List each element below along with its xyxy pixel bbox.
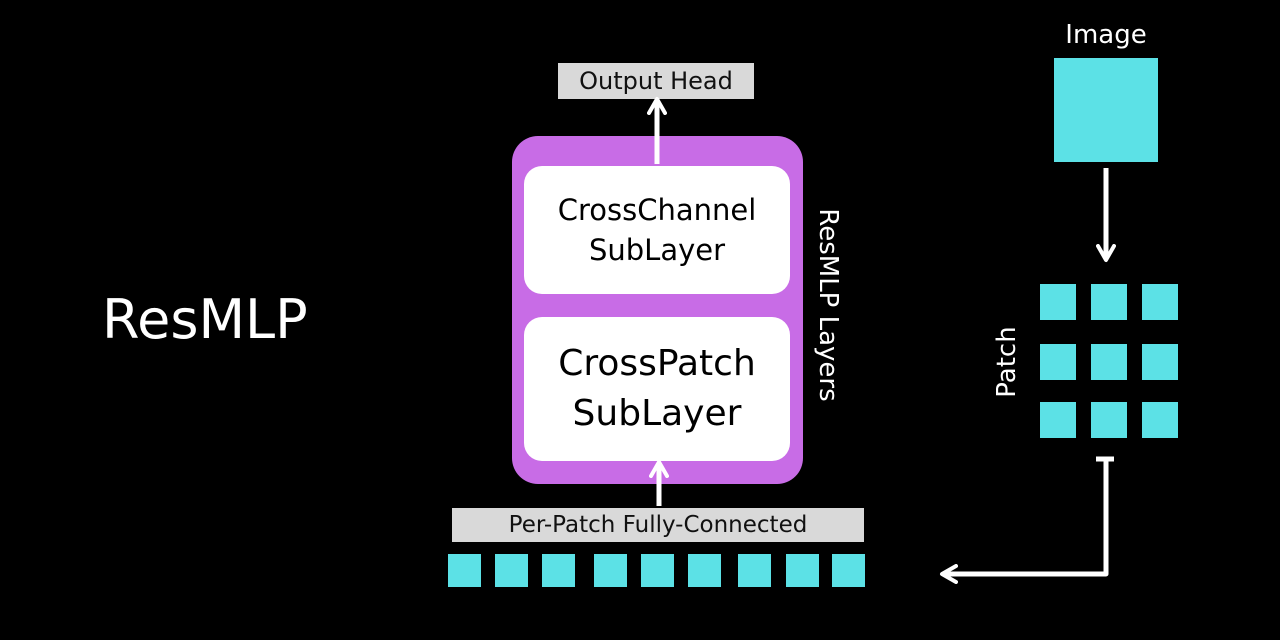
- page-title: ResMLP: [102, 288, 308, 351]
- crosspatch-line2: SubLayer: [572, 393, 742, 434]
- input-image-square: [1054, 58, 1158, 162]
- flat-patch-square: [641, 554, 674, 587]
- crosschannel-sublayer-box: CrossChannel SubLayer: [524, 166, 790, 294]
- flat-patch-square: [786, 554, 819, 587]
- patch-square: [1142, 344, 1178, 380]
- patch-square: [1040, 402, 1076, 438]
- crosspatch-sublayer-box: CrossPatch SubLayer: [524, 317, 790, 461]
- image-label: Image: [1065, 20, 1147, 50]
- flattened-patch-row: [448, 554, 868, 590]
- patch-square: [1142, 402, 1178, 438]
- patch-square: [1040, 284, 1076, 320]
- patch-square: [1091, 402, 1127, 438]
- crosschannel-line2: SubLayer: [588, 233, 726, 267]
- flat-patch-square: [594, 554, 627, 587]
- flat-patch-square: [448, 554, 481, 587]
- patch-grid: [1040, 284, 1180, 440]
- flat-patch-square: [738, 554, 771, 587]
- flat-patch-square: [495, 554, 528, 587]
- patch-square: [1091, 344, 1127, 380]
- per-patch-fc-label: Per-Patch Fully-Connected: [452, 508, 864, 542]
- flat-patch-square: [688, 554, 721, 587]
- arrow-patches-to-row: [940, 459, 1109, 584]
- patch-square: [1040, 344, 1076, 380]
- flat-patch-square: [832, 554, 865, 587]
- sublayer-connector: [655, 294, 660, 317]
- output-head-label: Output Head: [558, 63, 754, 99]
- crosschannel-line1: CrossChannel: [557, 193, 757, 227]
- flat-patch-square: [542, 554, 575, 587]
- patch-square: [1142, 284, 1178, 320]
- patch-square: [1091, 284, 1127, 320]
- crosspatch-line1: CrossPatch: [558, 343, 756, 384]
